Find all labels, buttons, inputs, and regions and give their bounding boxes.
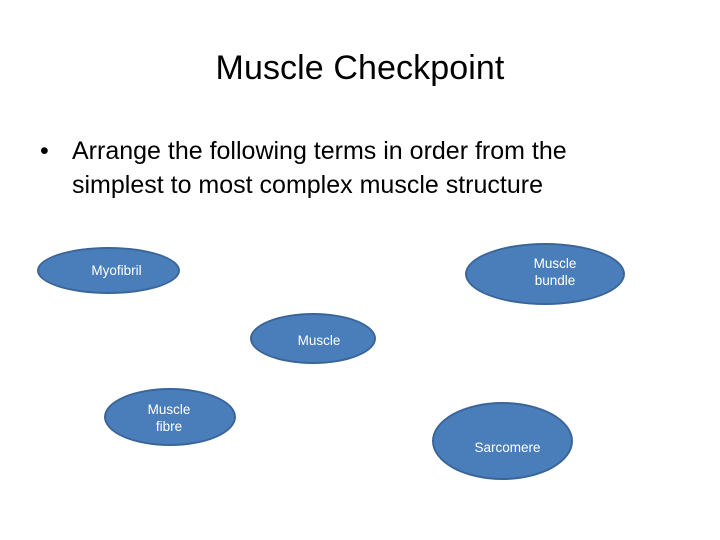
oval-shape-sarcomere[interactable]: Sarcomere [432,402,573,480]
oval-shape-muscle[interactable]: Muscle [250,313,376,364]
oval-label-myofibril: Myofibril [91,263,142,278]
bullet-text-line-1: Arrange the following terms in order fro… [72,137,567,165]
body-placeholder: • Arrange the following terms in order f… [36,134,684,202]
oval-shape-muscle-bundle[interactable]: Muscle bundle [465,243,625,305]
bullet-marker-icon: • [40,137,49,165]
oval-shape-myofibril[interactable]: Myofibril [37,247,180,294]
oval-label-muscle-fibre: Muscle fibre [147,402,191,434]
oval-label-muscle-bundle: Muscle bundle [533,256,577,288]
page-title: Muscle Checkpoint [215,49,505,87]
oval-label-muscle: Muscle [297,333,341,348]
bullet-text-line-2: simplest to most complex muscle structur… [72,171,543,199]
oval-label-sarcomere: Sarcomere [474,439,541,455]
bullet-item: • Arrange the following terms in order f… [36,134,684,202]
oval-shape-muscle-fibre[interactable]: Muscle fibre [104,388,236,446]
bullet-text: Arrange the following terms in order fro… [72,134,684,202]
